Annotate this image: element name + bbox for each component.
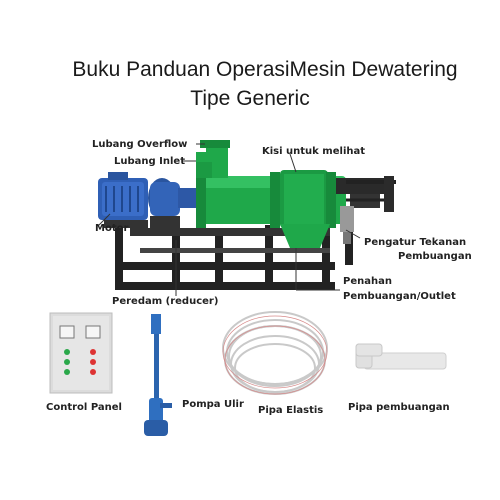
label-penahan-1: Penahan bbox=[343, 276, 392, 287]
label-overflow: Lubang Overflow bbox=[92, 139, 188, 150]
label-motor: Motor bbox=[95, 223, 129, 234]
label-control-panel: Control Panel bbox=[46, 402, 122, 413]
leader-lines bbox=[97, 143, 361, 296]
page-title-line2: Tipe Generic bbox=[190, 87, 310, 110]
label-pipa-pembuangan: Pipa pembuangan bbox=[348, 402, 450, 413]
label-pipa-elastis: Pipa Elastis bbox=[258, 405, 324, 416]
label-peredam: Peredam (reducer) bbox=[112, 296, 219, 307]
label-kisi: Kisi untuk melihat bbox=[262, 146, 366, 157]
reducer bbox=[148, 178, 196, 228]
motor bbox=[98, 172, 148, 228]
screw-pump bbox=[144, 314, 172, 436]
control-panel bbox=[49, 312, 113, 394]
label-inlet: Lubang Inlet bbox=[114, 156, 185, 167]
elastic-hose bbox=[222, 311, 328, 395]
label-pengatur-2: Pembuangan bbox=[398, 251, 472, 262]
page-title-line1: Buku Panduan OperasiMesin Dewatering bbox=[72, 58, 458, 81]
label-penahan-2: Pembuangan/Outlet bbox=[343, 291, 456, 302]
discharge-pipe bbox=[355, 343, 447, 370]
dewatering-body bbox=[196, 140, 396, 248]
label-pengatur-1: Pengatur Tekanan bbox=[364, 237, 467, 248]
label-pompa: Pompa Ulir bbox=[182, 399, 244, 410]
